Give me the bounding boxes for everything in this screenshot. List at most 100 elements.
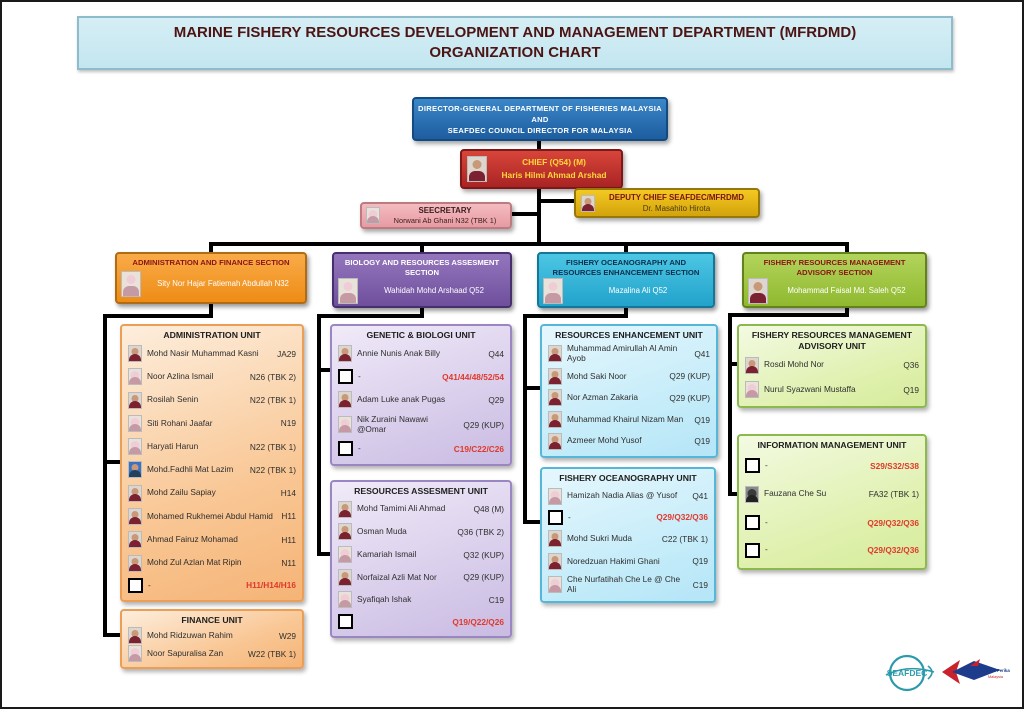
chief-box: CHIEF (Q54) (M) Haris Hilmi Ahmad Arshad xyxy=(460,149,623,189)
member-grade: N11 xyxy=(281,558,296,569)
member-photo xyxy=(548,411,562,429)
chief-photo xyxy=(467,156,487,182)
member-grade: W29 xyxy=(278,630,296,641)
unit-title: FISHERY OCEANOGRAPHY UNIT xyxy=(559,473,697,483)
member-name: Mohd.Fadhli Mat Lazim xyxy=(147,464,234,475)
member-grade: Q41/44/48/52/54 xyxy=(442,371,504,382)
member-photo xyxy=(745,356,759,374)
connector-line xyxy=(209,242,849,246)
jabatan-logo-line1: Jabatan Perikanan xyxy=(980,668,1010,673)
member-grade: Q19 xyxy=(692,556,708,567)
connector-line xyxy=(523,314,527,524)
section-title: ADMINISTRATION AND FINANCE SECTION xyxy=(132,258,290,267)
section-head-photo xyxy=(338,278,358,304)
vacancy-checkbox xyxy=(745,542,760,558)
seafdec-logo: SEAFDEC xyxy=(878,650,940,696)
member-grade: S29/S32/S38 xyxy=(870,460,919,471)
unit-title: FINANCE UNIT xyxy=(181,615,243,625)
member-grade: C19 xyxy=(692,579,708,590)
member-name: Noor Azlina Ismail xyxy=(147,371,214,382)
connector-line xyxy=(845,308,849,317)
connector-line xyxy=(317,368,330,372)
member-grade: Q36 (TBK 2) xyxy=(457,526,504,537)
member-photo xyxy=(128,507,142,525)
member-grade: Q29 (KUP) xyxy=(669,392,710,403)
member-photo xyxy=(128,391,142,409)
member-grade: H11/H14/H16 xyxy=(246,580,296,591)
deputy-chief-box: DEPUTY CHIEF SEAFDEC/MFRDMD Dr. Masahito… xyxy=(574,188,760,218)
unit-title: ADMINISTRATION UNIT xyxy=(163,330,261,340)
member-grade: N22 (TBK 1) xyxy=(249,464,296,475)
connector-line xyxy=(523,520,540,524)
seafdec-logo-text: SEAFDEC xyxy=(887,668,928,678)
connector-line xyxy=(209,242,213,254)
vacant-member-row: -H11/H14/H16 xyxy=(127,577,297,593)
member-grade: C19/C22/C26 xyxy=(453,443,504,454)
deputy-chief-title: DEPUTY CHIEF SEAFDEC/MFRDMD xyxy=(609,192,744,202)
member-name: Kamariah Ismail xyxy=(357,548,417,559)
member-row: Mohd Zul Azlan Mat Ripin N11 xyxy=(127,554,297,572)
section-head-name: Mohammad Faisal Md. Saleh Q52 xyxy=(787,286,906,296)
member-photo xyxy=(548,530,562,548)
member-grade: N19 xyxy=(280,418,296,429)
member-name: Mohd Zailu Sapiay xyxy=(147,487,216,498)
connector-line xyxy=(537,141,541,151)
member-photo xyxy=(128,627,142,645)
page-title-line2: ORGANIZATION CHART xyxy=(429,44,601,61)
member-grade: H11 xyxy=(281,534,296,545)
section-title: BIOLOGY AND RESOURCES ASSESMENT SECTION xyxy=(344,258,500,277)
connector-line xyxy=(317,314,424,318)
unit-title: RESOURCES ENHANCEMENT UNIT xyxy=(555,330,703,340)
member-photo xyxy=(548,367,562,385)
section-title: FISHERY OCEANOGRAPHY AND RESOURCES ENHAN… xyxy=(552,258,700,277)
member-name: Nurul Syazwani Mustaffa xyxy=(764,383,856,394)
member-photo xyxy=(128,484,142,502)
section-title: FISHERY RESOURCES MANAGEMENT ADVISORY SE… xyxy=(763,258,906,277)
vacancy-checkbox xyxy=(338,369,353,385)
member-photo xyxy=(128,368,142,386)
member-name: Mohd Sukri Muda xyxy=(567,533,633,544)
member-photo xyxy=(548,576,562,594)
member-grade: Q29/Q32/Q36 xyxy=(867,545,919,556)
section-head-photo xyxy=(121,270,141,297)
member-photo xyxy=(745,485,759,503)
connector-line xyxy=(728,492,737,496)
connector-line xyxy=(523,314,628,318)
member-photo xyxy=(128,438,142,456)
member-name: Syafiqah Ishak xyxy=(357,594,412,605)
member-photo xyxy=(548,389,562,407)
member-grade: Q48 (M) xyxy=(473,504,504,515)
member-grade: Q29/Q32/Q36 xyxy=(656,512,708,523)
connector-line xyxy=(420,308,424,318)
member-grade: N22 (TBK 1) xyxy=(249,395,296,406)
connector-line xyxy=(541,199,575,203)
unit-title: RESOURCES ASSESMENT UNIT xyxy=(354,486,488,496)
connector-line xyxy=(209,304,213,318)
vacancy-checkbox xyxy=(548,509,563,525)
member-name: Mohd Zul Azlan Mat Ripin xyxy=(147,557,242,568)
vacancy-checkbox xyxy=(338,614,353,630)
vacancy-checkbox xyxy=(128,577,143,593)
member-name: Muhammad Khairul Nizam Man xyxy=(567,413,684,424)
member-grade: H11 xyxy=(281,511,296,522)
member-photo xyxy=(745,381,759,399)
vacancy-checkbox xyxy=(745,515,760,531)
connector-line xyxy=(537,189,541,246)
vacant-member-row: -S29/S32/S38 xyxy=(744,458,920,474)
member-grade: C19 xyxy=(488,594,504,605)
connector-line xyxy=(317,314,321,556)
section-head-photo xyxy=(543,278,563,304)
section-head-photo xyxy=(748,278,768,304)
member-name: Noredzuan Hakimi Ghani xyxy=(567,555,660,566)
member-photo xyxy=(128,531,142,549)
